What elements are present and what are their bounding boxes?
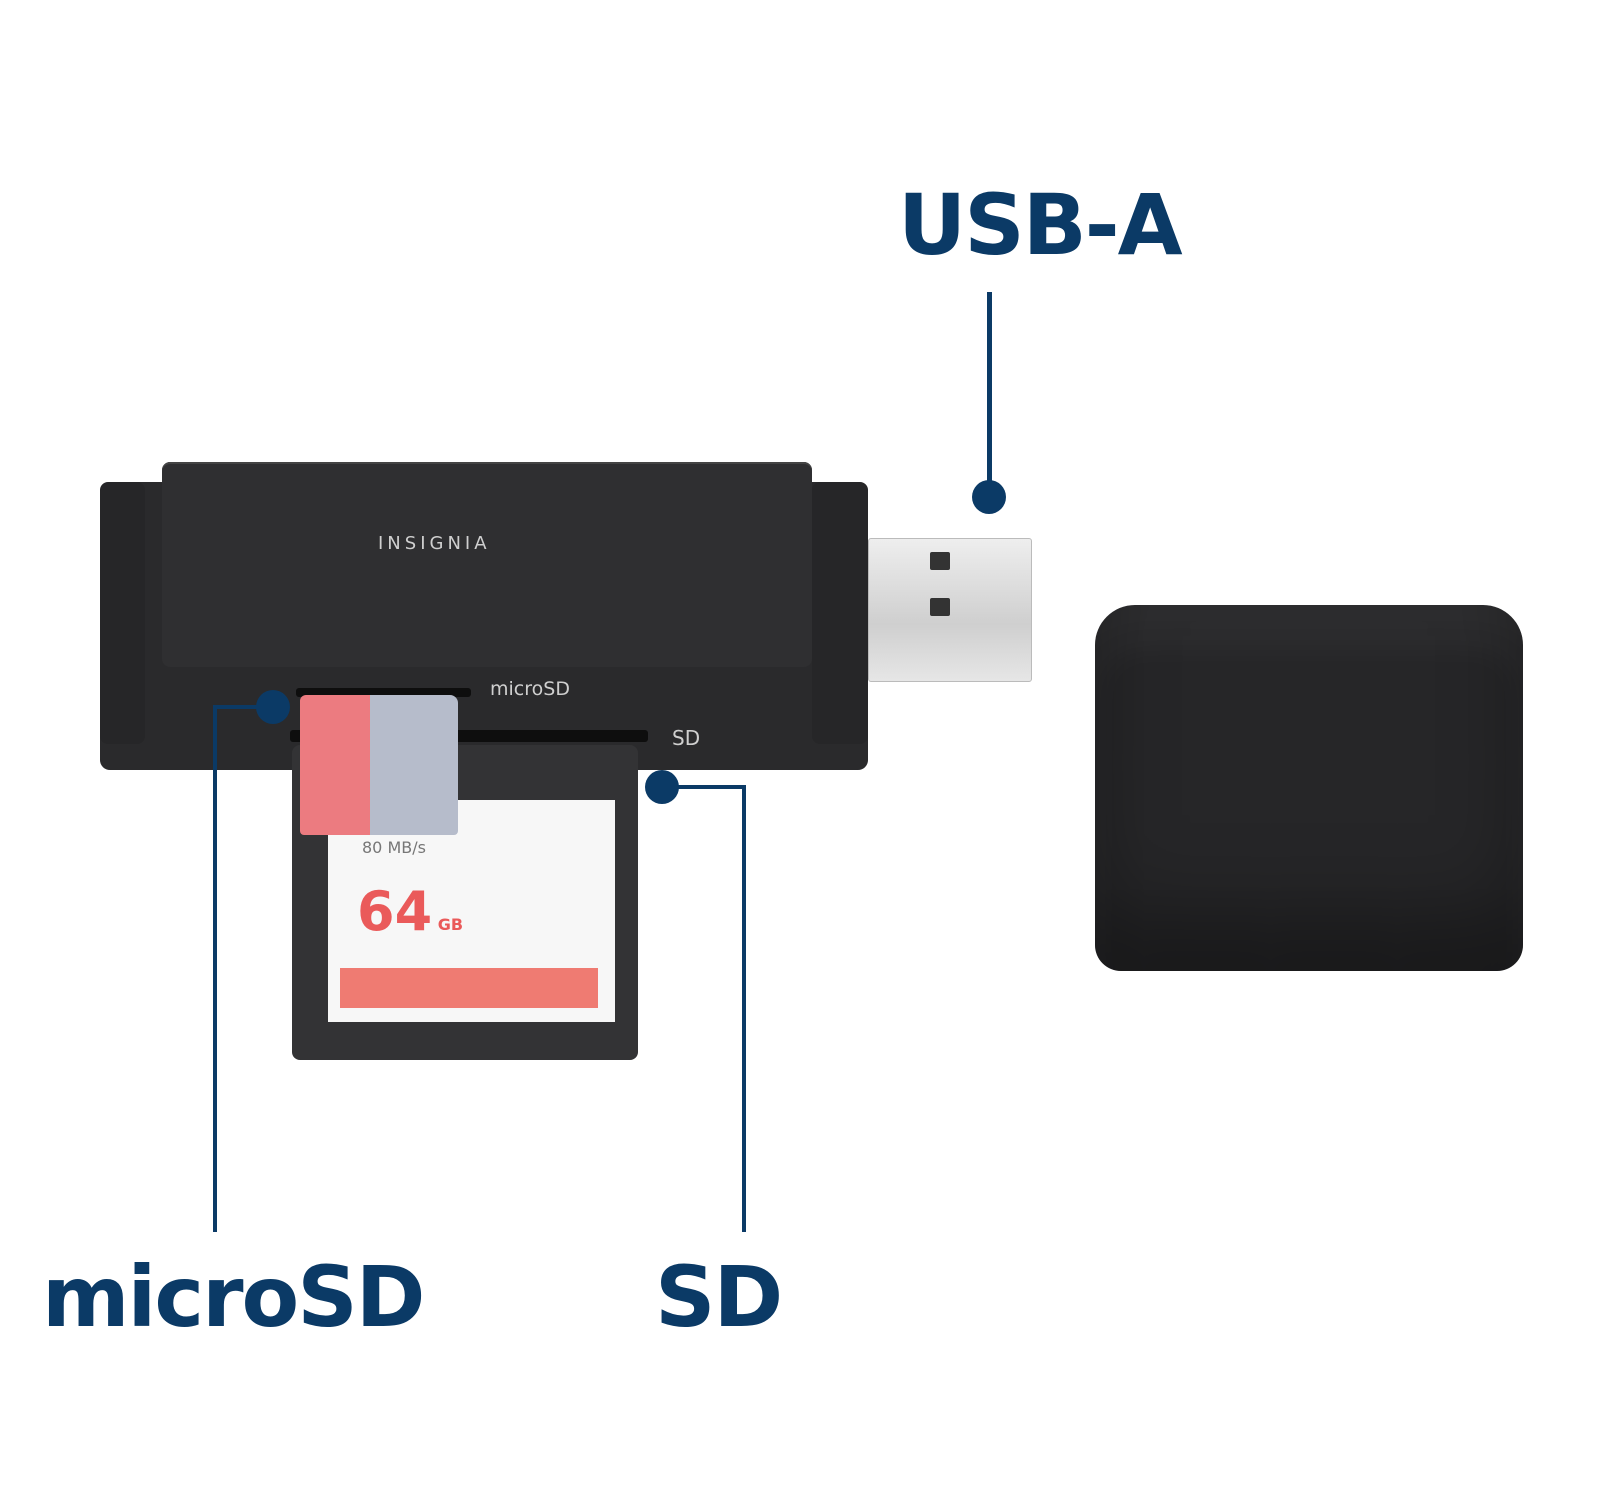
usb-a-leader-line: [987, 292, 992, 497]
sd-card-band: [340, 968, 598, 1008]
sd-card-speed: 80 MB/s: [362, 838, 426, 857]
card-reader-left-bumper: [100, 482, 145, 744]
microsd-leader-line-h: [213, 705, 273, 709]
microsd-label: microSD: [42, 1248, 425, 1346]
usb-cap: [1095, 605, 1523, 971]
sd-capacity-number: 64: [357, 880, 433, 943]
brand-logo: INSIGNIA: [378, 533, 491, 554]
usb-plug-hole: [930, 598, 950, 616]
card-reader-right-bumper: [812, 482, 868, 744]
usb-a-plug: [868, 538, 1032, 682]
card-reader-top: [162, 462, 812, 667]
sd-label: SD: [655, 1248, 783, 1346]
sd-leader-line-h: [662, 785, 746, 789]
usb-a-label: USB-A: [898, 176, 1183, 274]
usb-plug-hole: [930, 552, 950, 570]
sd-card-capacity: 64 GB: [357, 880, 463, 943]
usb-a-leader-dot: [972, 480, 1006, 514]
microsd-leader-line-v: [213, 705, 217, 1232]
microsd-slot: [296, 688, 471, 697]
sd-leader-line-v: [742, 785, 746, 1232]
sd-capacity-unit: GB: [437, 915, 464, 934]
sd-slot-label: SD: [672, 726, 701, 750]
microsd-card-pink: [300, 695, 372, 835]
microsd-card-grey: [370, 695, 458, 835]
microsd-slot-label: microSD: [490, 678, 570, 700]
